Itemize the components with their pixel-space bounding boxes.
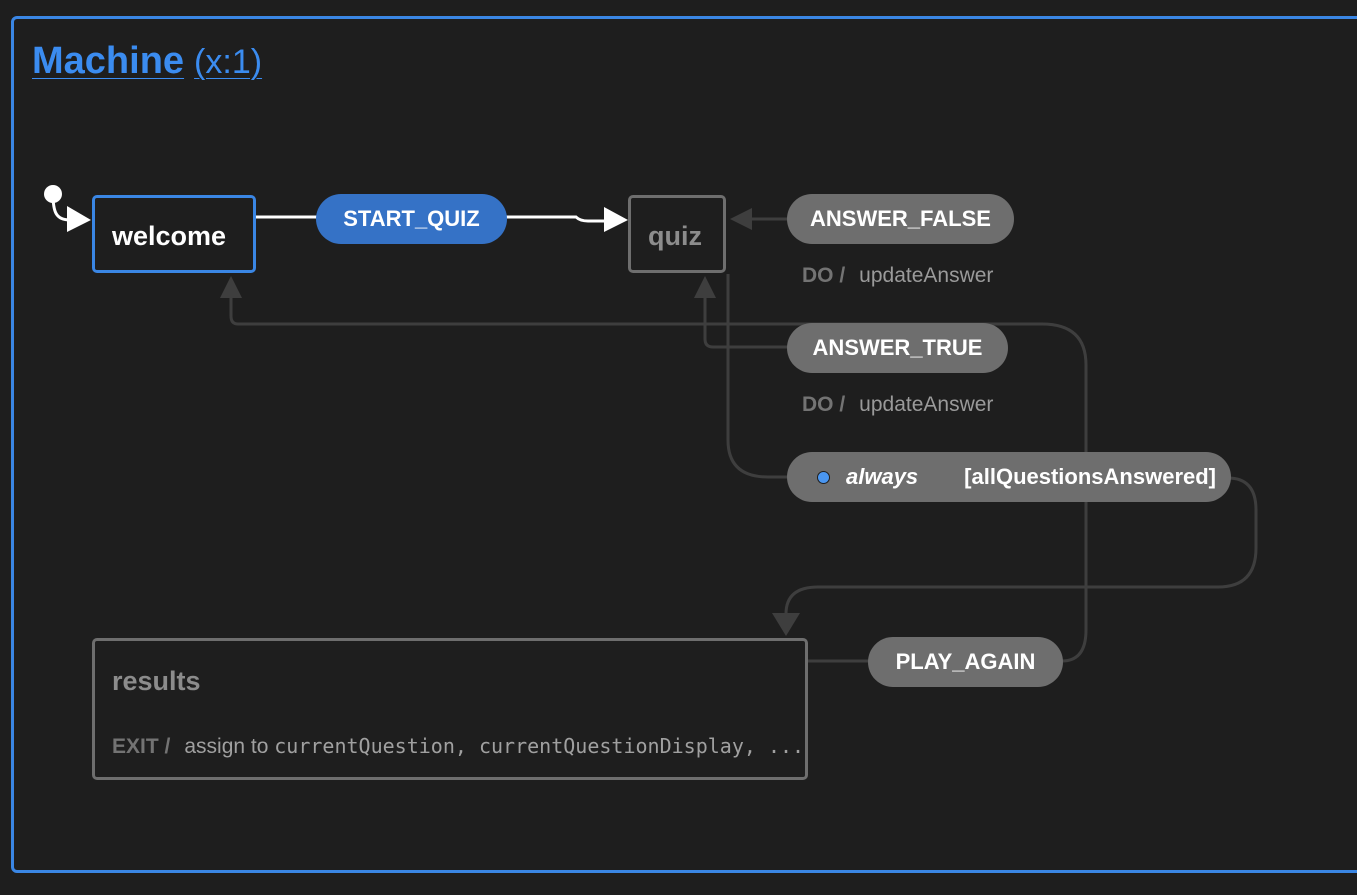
event-play-again-button[interactable]: PLAY_AGAIN	[868, 637, 1063, 687]
always-dot-icon	[817, 470, 830, 484]
answer-true-arrow-icon	[694, 276, 716, 298]
initial-arrow-icon	[67, 206, 91, 232]
event-always-transition[interactable]: always [allQuestionsAnswered]	[787, 452, 1231, 502]
edge-quiz-to-always	[726, 274, 790, 479]
answer-false-arrow-icon	[730, 208, 752, 230]
event-start-quiz-label: START_QUIZ	[343, 206, 480, 231]
state-results-label: results	[112, 666, 201, 696]
event-answer-false-label: ANSWER_FALSE	[810, 206, 991, 231]
event-answer-true-button[interactable]: ANSWER_TRUE	[787, 323, 1008, 373]
machine-name[interactable]: Machine	[32, 40, 185, 82]
results-exit-action: EXIT / assign to currentQuestion, current…	[112, 734, 804, 759]
machine-title[interactable]: Machine(x:1)	[32, 40, 262, 83]
state-welcome[interactable]: welcome	[92, 195, 256, 273]
exit-keyword: EXIT /	[112, 735, 171, 758]
machine-key: (x:1)	[194, 43, 263, 81]
edge-start-quiz-to-quiz	[505, 215, 604, 223]
edge-play-again-to-welcome	[229, 296, 1088, 663]
quiz-arrow-icon	[604, 207, 628, 232]
event-answer-true-label: ANSWER_TRUE	[812, 335, 983, 360]
event-start-quiz-button[interactable]: START_QUIZ	[316, 194, 507, 244]
do-keyword: DO /	[802, 393, 846, 416]
event-answer-false-button[interactable]: ANSWER_FALSE	[787, 194, 1014, 244]
always-label: always	[846, 464, 919, 489]
do-keyword: DO /	[802, 264, 846, 287]
answer-false-do-action: DO / updateAnswer	[802, 264, 993, 288]
state-quiz[interactable]: quiz	[628, 195, 726, 273]
event-play-again-label: PLAY_AGAIN	[895, 649, 1036, 674]
machine-container	[11, 16, 1357, 873]
exit-prefix: assign to	[184, 735, 269, 758]
welcome-arrow-icon	[220, 276, 242, 298]
initial-transition-edge	[51, 193, 71, 222]
exit-vars: currentQuestion, currentQuestionDisplay,…	[274, 734, 805, 758]
do-action-name: updateAnswer	[859, 264, 994, 287]
edge-answer-true-to-quiz	[703, 296, 788, 349]
state-quiz-label: quiz	[648, 221, 702, 251]
do-action-name: updateAnswer	[859, 393, 994, 416]
always-guard-label: [allQuestionsAnswered]	[964, 464, 1217, 489]
state-results[interactable]: results EXIT / assign to currentQuestion,…	[92, 638, 808, 780]
state-welcome-label: welcome	[112, 221, 227, 251]
answer-true-do-action: DO / updateAnswer	[802, 393, 993, 417]
edge-always-to-results	[784, 476, 1258, 615]
results-arrow-icon	[772, 613, 800, 636]
